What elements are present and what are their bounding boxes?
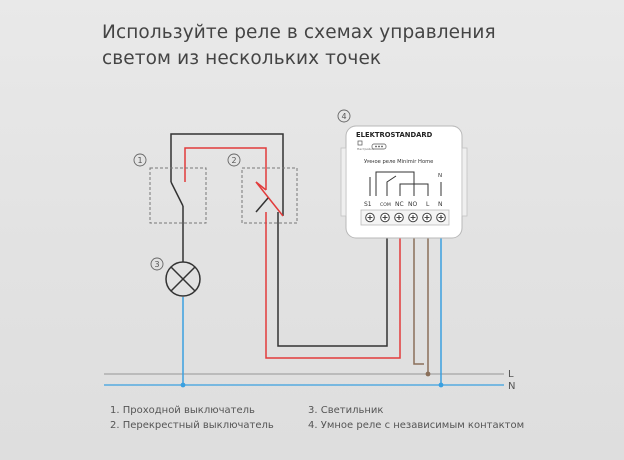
- terminal-label-s1: S1: [364, 201, 372, 208]
- relay-indicator: [357, 140, 363, 146]
- relay-model: Умное реле Minimir Home: [364, 159, 433, 165]
- terminal-no: [408, 212, 418, 223]
- relay-ear-right: [461, 147, 468, 217]
- relay-button-dot-1: [375, 145, 377, 148]
- terminal-nc: [394, 212, 404, 223]
- terminal-label-com: COM: [380, 202, 391, 208]
- marker-1: [133, 153, 147, 167]
- legend-right: 3. Светильник 4. Умное реле с независимы…: [308, 403, 524, 433]
- junction-lamp-neutral: [180, 382, 186, 388]
- terminal-label-n: N: [438, 201, 443, 208]
- terminal-s1: [365, 212, 375, 223]
- relay-button-dot-2: [378, 145, 380, 148]
- junction-l: [425, 371, 431, 377]
- switch-2-contact-a: [255, 181, 284, 217]
- lamp-body: [165, 261, 201, 297]
- legend-item-2: 2. Перекрестный выключатель: [110, 420, 274, 431]
- relay-brand: ELEKTROSTANDARD: [356, 131, 433, 139]
- legend-item-1: 1. Проходной выключатель: [110, 405, 255, 416]
- relay-indicator-caption: Настройка: [357, 147, 374, 151]
- marker-4-label: 4: [341, 112, 346, 121]
- terminal-label-nc: NC: [395, 201, 404, 208]
- wire-travel-dark: [170, 133, 284, 216]
- relay-button-dot-3: [381, 145, 383, 148]
- line-l-label: L: [508, 369, 514, 380]
- switch-1-contact: [170, 181, 184, 207]
- line-n-label: N: [508, 381, 515, 392]
- title-line-2: светом из нескольких точек: [102, 48, 382, 69]
- marker-2: [227, 153, 241, 167]
- wire-switch-to-no: [265, 212, 401, 359]
- switch-2-box: [241, 167, 298, 224]
- relay-top-n: N: [438, 173, 442, 179]
- page-title: Используйте реле в схемах управления све…: [102, 20, 572, 72]
- relay-internal-3: [386, 175, 397, 196]
- wire-travel-red: [184, 147, 267, 190]
- marker-3-label: 3: [154, 260, 159, 269]
- marker-3: [150, 257, 164, 271]
- title-line-1: Используйте реле в схемах управления: [102, 22, 496, 43]
- wire-nc: [413, 236, 424, 365]
- relay-button: [371, 143, 387, 150]
- terminal-n: [436, 212, 446, 223]
- lamp-cross-b: [170, 266, 196, 292]
- terminal-com: [380, 212, 390, 223]
- terminal-label-no: NO: [408, 201, 417, 208]
- relay-ear-left: [340, 147, 347, 217]
- wire-switch-to-com: [277, 212, 388, 347]
- junction-n: [438, 382, 444, 388]
- switch-2-red-end: [255, 181, 267, 191]
- marker-2-label: 2: [231, 156, 236, 165]
- legend-item-3: 3. Светильник: [308, 405, 384, 416]
- legend-item-4: 4. Умное реле с независимым контактом: [308, 420, 525, 431]
- switch-1-box: [149, 167, 207, 224]
- relay-internal-4: [399, 183, 429, 196]
- legend-left: 1. Проходной выключатель 2. Перекрестный…: [110, 403, 274, 433]
- marker-4: [337, 109, 351, 123]
- switch-2-contact-b: [255, 197, 269, 213]
- terminal-label-l: L: [426, 201, 430, 208]
- terminal-l: [422, 212, 432, 223]
- marker-1-label: 1: [137, 156, 142, 165]
